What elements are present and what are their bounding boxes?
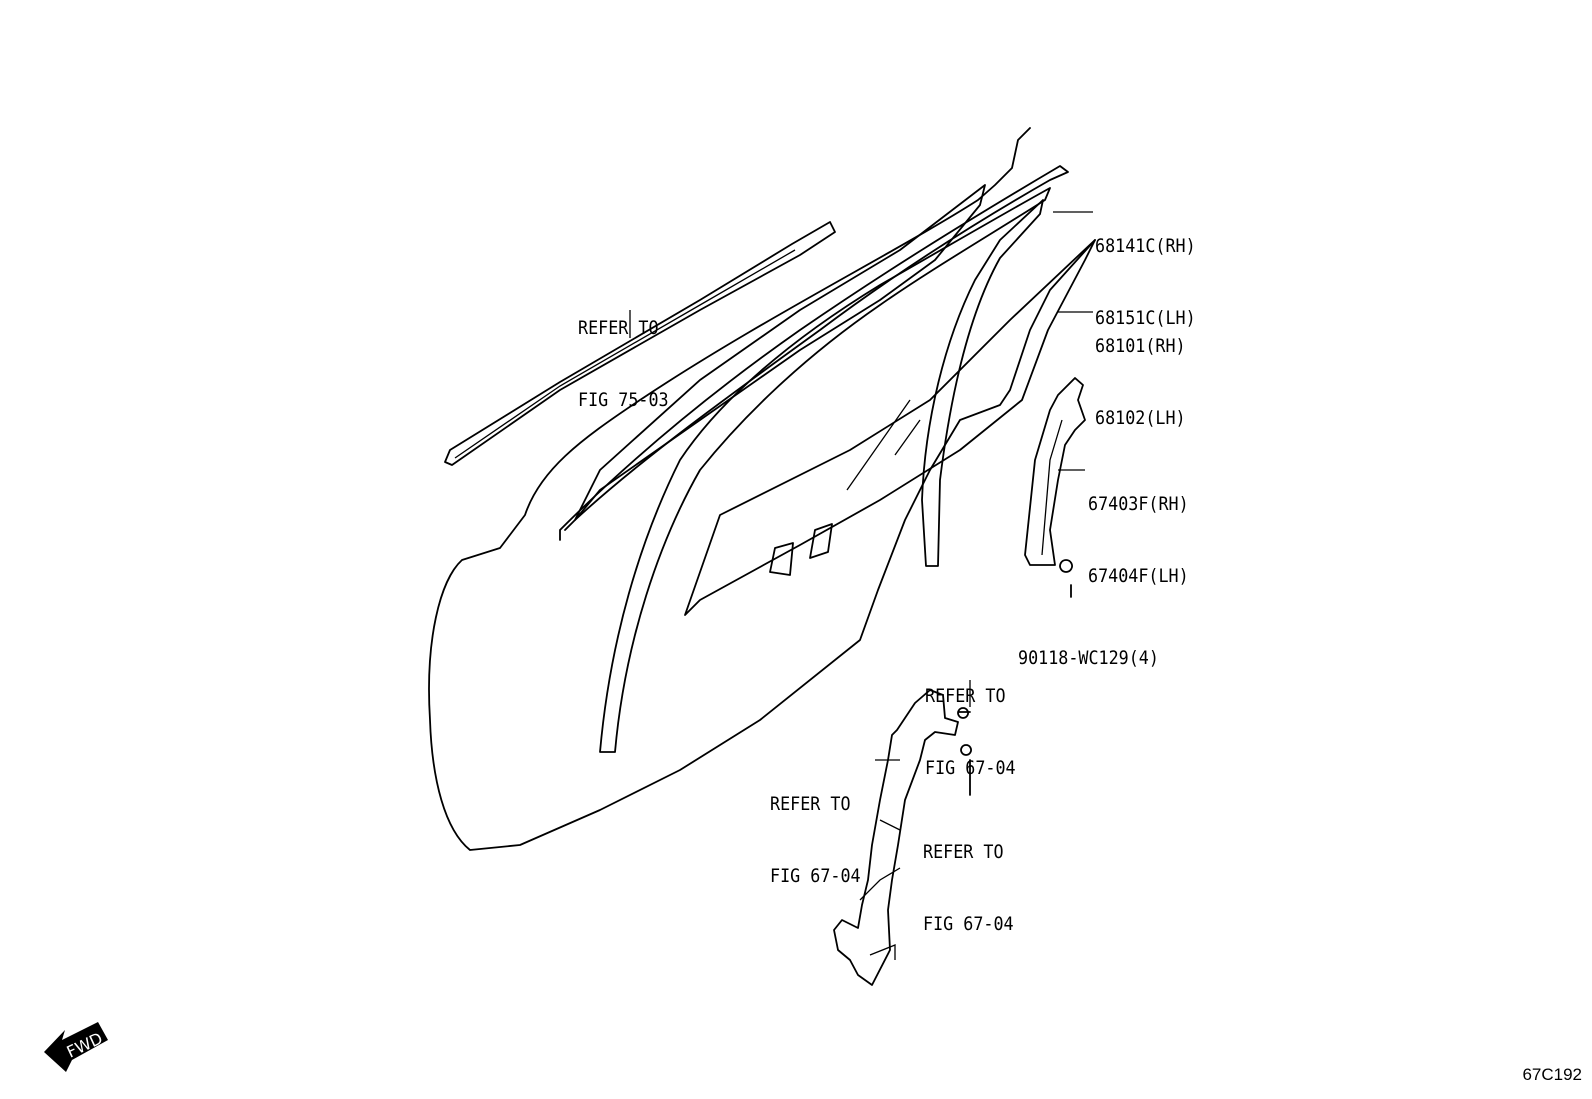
- callout-line: FIG 67-04: [770, 865, 861, 887]
- callout-line: FIG 67-04: [925, 757, 1016, 779]
- callout-line: FIG 67-04: [923, 913, 1014, 935]
- regulator-detail: [859, 819, 901, 960]
- callout-line: REFER TO: [925, 685, 1006, 707]
- fwd-arrow-icon: FWD: [44, 1022, 108, 1072]
- figure-code: 67C192: [1522, 1065, 1582, 1084]
- part-number-rh: 68141C(RH): [1095, 235, 1196, 257]
- callout-line: REFER TO: [770, 793, 851, 815]
- window-regulator: [833, 689, 959, 986]
- regulator-rail: [1024, 377, 1086, 566]
- part-number-rh: 68101(RH): [1095, 335, 1186, 357]
- glass-edge-line: [846, 399, 921, 491]
- callout-line: REFER TO: [578, 317, 659, 339]
- part-number-lh: 67404F(LH): [1088, 565, 1189, 587]
- callout-refer-fig-67-04-top: REFER TO FIG 67-04: [925, 636, 1016, 828]
- glass-bracket-1: [769, 542, 794, 576]
- part-number-lh: 68102(LH): [1095, 407, 1186, 429]
- part-number: 90118-WC129(4): [1018, 647, 1159, 669]
- callout-line: FIG 75-03: [578, 389, 669, 411]
- door-panel-outline: [428, 127, 1096, 851]
- regulator-rail-inner: [1041, 419, 1063, 556]
- window-frame-outer: [559, 165, 1069, 541]
- bolt-90118: [1059, 559, 1073, 598]
- fwd-label: FWD: [64, 1029, 106, 1062]
- bolt-lower: [960, 744, 972, 796]
- part-number-lh: 68151C(LH): [1095, 307, 1196, 329]
- glass-bracket-2: [809, 523, 833, 559]
- callout-part-68141c: 68141C(RH) 68151C(LH): [1095, 186, 1196, 378]
- belt-moulding: [444, 221, 836, 466]
- window-frame-inner: [574, 184, 986, 521]
- callout-line: REFER TO: [923, 841, 1004, 863]
- callout-part-67403f: 67403F(RH) 67404F(LH): [1088, 444, 1189, 636]
- callout-part-68101: 68101(RH) 68102(LH): [1095, 286, 1186, 478]
- callout-refer-fig-67-04-left: REFER TO FIG 67-04: [770, 744, 861, 936]
- belt-moulding-inner: [454, 249, 796, 459]
- callout-part-90118: 90118-WC129(4): [1018, 598, 1159, 718]
- callout-refer-fig-67-04-bottom: REFER TO FIG 67-04: [923, 792, 1014, 984]
- rear-channel: [921, 199, 1044, 567]
- bolt-upper: [957, 707, 971, 719]
- part-number-rh: 67403F(RH): [1088, 493, 1189, 515]
- glass-run-channel: [599, 187, 1051, 753]
- callout-refer-fig-75-03: REFER TO FIG 75-03: [578, 268, 669, 460]
